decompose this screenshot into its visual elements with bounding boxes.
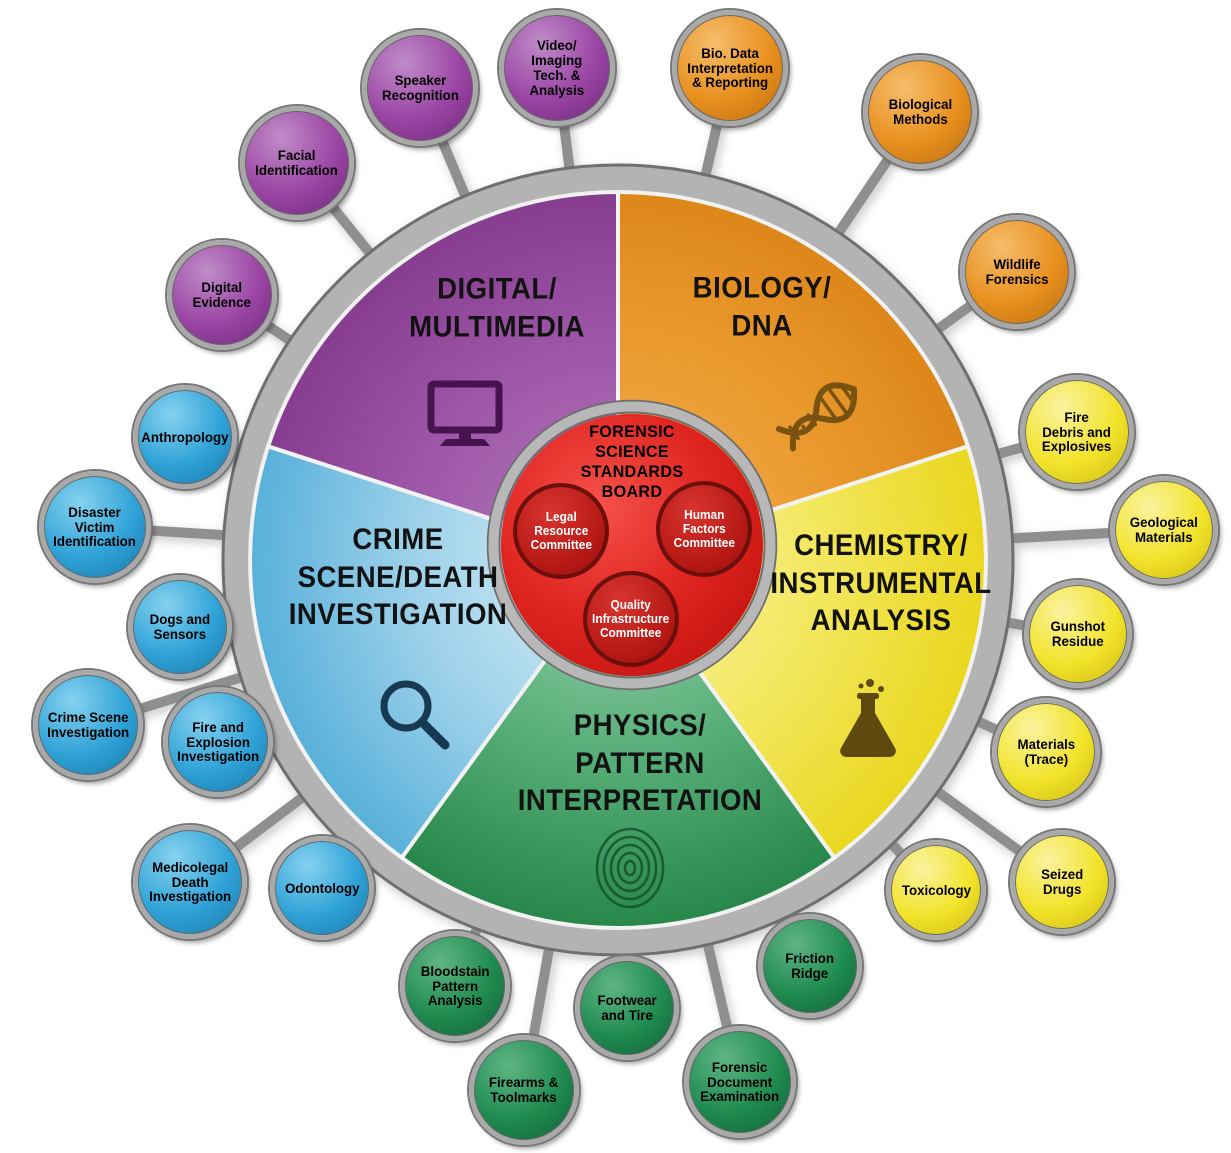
satellite-label: Video/ Imaging Tech. & Analysis [529,37,585,98]
satellite-forensic-document-examination: Forensic Document Examination [684,1026,796,1138]
satellite-label: Wildlife Forensics [985,256,1049,287]
satellite-label: Speaker Recognition [381,72,459,103]
satellite-seized-drugs: Seized Drugs [1010,830,1114,934]
sector-title-digital-multimedia: DIGITAL/ MULTIMEDIA [409,272,585,344]
satellite-firearms-toolmarks: Firearms & Toolmarks [469,1035,579,1145]
satellite-fire-explosion-investigation: Fire and Explosion Investigation [163,687,273,797]
satellite-label: Geological Materials [1129,514,1198,545]
sector-title-biology-dna: BIOLOGY/ DNA [692,271,832,343]
satellite-speaker-recognition: Speaker Recognition [362,30,478,146]
satellite-label: Odontology [284,879,360,896]
sector-physics-pattern-interpretation [399,558,837,930]
satellite-label: Firearms & Toolmarks [489,1074,559,1105]
monitor-icon [427,380,503,446]
satellite-label: Forensic Document Examination [700,1058,780,1105]
satellite-odontology: Odontology [270,836,374,940]
satellite-label: Fire Debris and Explosives [1042,408,1112,455]
satellite-label: Bloodstain Pattern Analysis [420,962,490,1009]
satellite-bio-data-interpretation-reporting: Bio. Data Interpretation & Reporting [672,10,788,126]
satellite-label: Toxicology [901,881,971,898]
satellite-geological-materials: Geological Materials [1110,476,1218,584]
satellite-fire-debris-explosives: Fire Debris and Explosives [1020,375,1134,489]
satellite-facial-identification: Facial Identification [240,106,354,220]
sector-title-crime-scene-death-investigation: CRIME SCENE/DEATH INVESTIGATION [288,522,508,631]
satellite-biological-methods: Biological Methods [863,55,977,169]
satellite-toxicology: Toxicology [886,840,986,940]
dna-icon [775,382,857,452]
satellite-label: Anthropology [141,428,229,445]
board-circle [486,399,778,691]
satellite-medicolegal-death-investigation: Medicolegal Death Investigation [133,825,247,939]
satellite-label: Disaster Victim Identification [53,503,137,550]
satellite-wildlife-forensics: Wildlife Forensics [960,215,1074,329]
satellite-bloodstain-pattern-analysis: Bloodstain Pattern Analysis [400,931,510,1041]
committee-label: Human Factors Committee [673,508,735,550]
board-title: FORENSIC SCIENCE STANDARDS BOARD [580,421,684,502]
satellite-label: Dogs and Sensors [149,611,211,642]
committee-label: Quality Infrastructure Committee [592,598,670,640]
satellite-label: Friction Ridge [785,950,835,981]
sector-title-chemistry-instrumental-analysis: CHEMISTRY/ INSTRUMENTAL ANALYSIS [770,528,992,637]
satellite-label: Fire and Explosion Investigation [176,718,260,765]
satellite-label: Bio. Data Interpretation & Reporting [687,44,773,91]
satellite-label: Footwear and Tire [597,992,657,1023]
flask-icon [840,679,896,757]
satellite-dogs-and-sensors: Dogs and Sensors [128,575,232,679]
satellite-disaster-victim-identification: Disaster Victim Identification [39,471,151,583]
satellite-label: Materials (Trace) [1017,736,1075,767]
satellite-label: Facial Identification [255,147,339,178]
fingerprint-icon [595,827,665,909]
committee-legal-resource: Legal Resource Committee [513,483,609,579]
committee-human-factors: Human Factors Committee [656,481,752,577]
committee-label: Legal Resource Committee [530,510,592,552]
satellite-label: Biological Methods [888,96,952,127]
satellite-label: Digital Evidence [192,279,252,310]
satellite-materials-trace: Materials (Trace) [992,698,1100,806]
sector-title-physics-pattern-interpretation: PHYSICS/ PATTERN INTERPRETATION [517,708,763,817]
satellite-friction-ridge: Friction Ridge [758,914,862,1018]
satellite-anthropology: Anthropology [133,385,237,489]
satellite-digital-evidence: Digital Evidence [167,240,277,350]
satellite-footwear-and-tire: Footwear and Tire [575,956,679,1060]
satellite-label: Seized Drugs [1040,866,1084,897]
satellite-label: Medicolegal Death Investigation [148,858,232,905]
satellite-video-imaging-tech-analysis: Video/ Imaging Tech. & Analysis [499,10,615,126]
satellite-label: Gunshot Residue [1050,618,1106,649]
satellite-label: Crime Scene Investigation [46,709,130,740]
committee-quality-infrastructure: Quality Infrastructure Committee [583,571,679,667]
magnifier-icon [380,680,450,750]
satellite-crime-scene-investigation: Crime Scene Investigation [33,670,143,780]
satellite-gunshot-residue: Gunshot Residue [1024,580,1132,688]
